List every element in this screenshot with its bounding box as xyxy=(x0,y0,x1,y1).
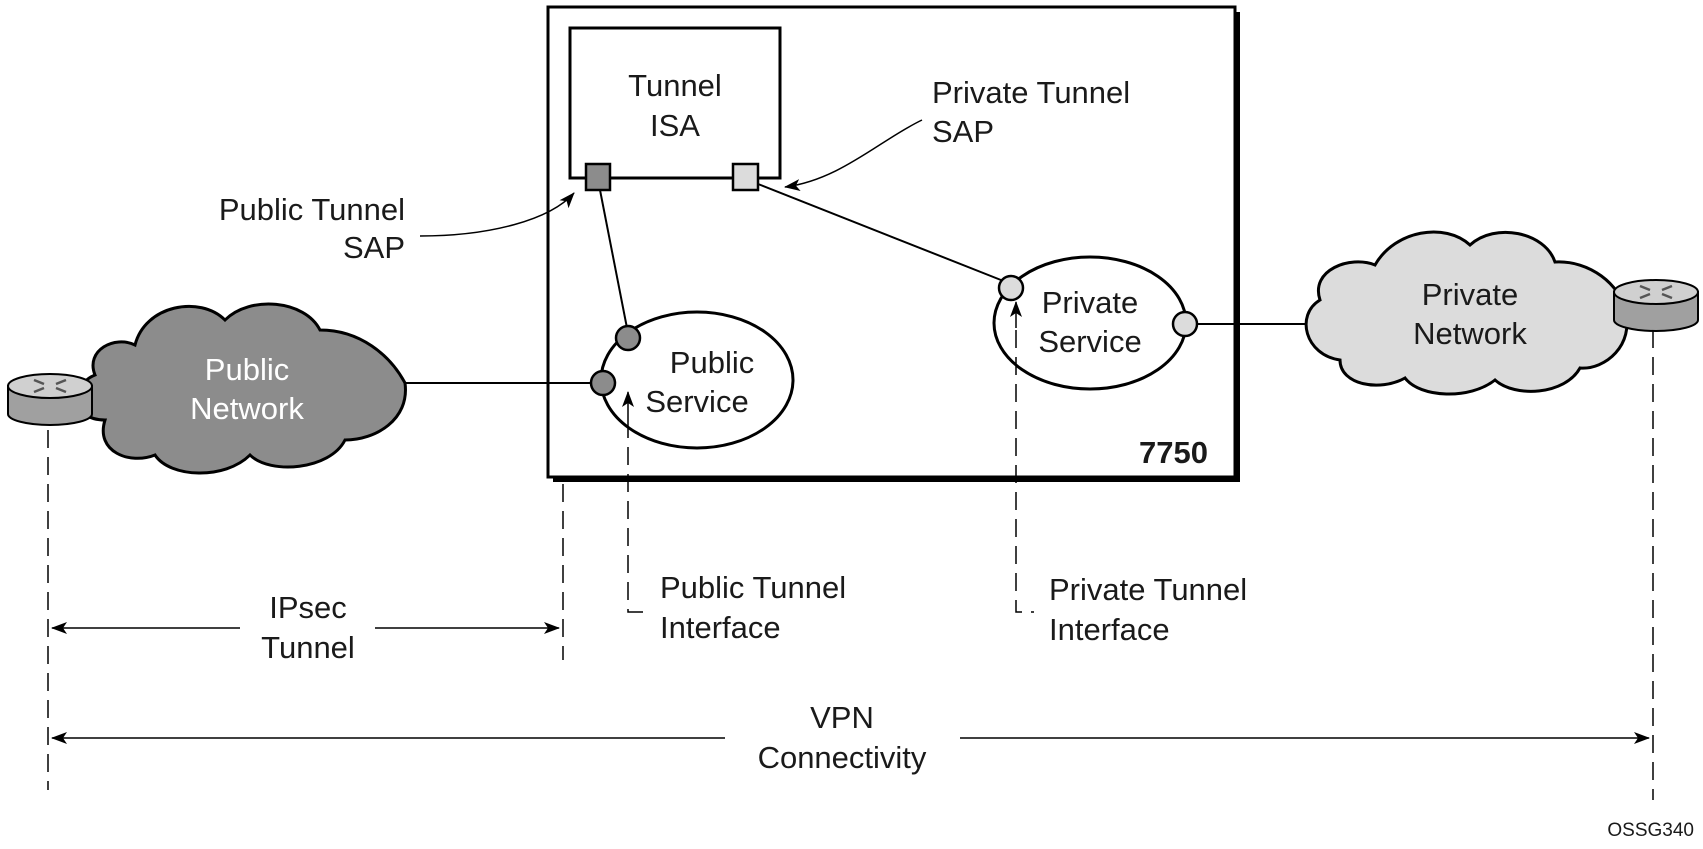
figure-id: OSSG340 xyxy=(1607,820,1694,841)
tunnel-isa-box: Tunnel ISA xyxy=(568,26,782,180)
private-tunnel-interface-label-line1: Private Tunnel xyxy=(1049,572,1247,607)
private-network-cloud-icon: Private Network xyxy=(1304,230,1629,396)
router-icon xyxy=(1613,279,1699,332)
private-tunnel-sap-label-line2: SAP xyxy=(932,114,994,149)
public-network-label-line1: Public xyxy=(205,352,289,387)
vpn-connectivity-label-line2: Connectivity xyxy=(758,740,927,775)
ipsec-tunnel-label-line2: Tunnel xyxy=(261,630,355,665)
private-service-label-line1: Private xyxy=(1042,285,1138,320)
public-tunnel-interface-label-line1: Public Tunnel xyxy=(660,570,846,605)
private-service-sap-port xyxy=(997,274,1025,302)
public-tunnel-interface-label-line2: Interface xyxy=(660,610,781,645)
public-tunnel-sap-label-line2: SAP xyxy=(343,230,405,265)
ipsec-tunnel-label-line1: IPsec xyxy=(269,590,347,625)
public-service-sap-port xyxy=(614,324,642,352)
router-model-label: 7750 xyxy=(1139,435,1208,470)
public-sap-link xyxy=(599,189,628,329)
private-tunnel-sap-arrow-icon xyxy=(784,119,923,192)
private-service: Private Service xyxy=(992,255,1199,391)
private-service-label-line2: Service xyxy=(1038,324,1141,359)
public-tunnel-sap-label-line1: Public Tunnel xyxy=(219,192,405,227)
private-network-label-line2: Network xyxy=(1413,316,1527,351)
public-network-label-line2: Network xyxy=(190,391,304,426)
public-service-label-line1: Public xyxy=(670,345,754,380)
public-network-cloud-icon: Public Network xyxy=(76,302,407,475)
public-tunnel-sap-arrow-icon xyxy=(419,192,575,237)
tunnel-isa-label-line1: Tunnel xyxy=(628,68,722,103)
private-network-label-line1: Private xyxy=(1422,277,1518,312)
public-service-network-port xyxy=(589,369,617,397)
private-service-network-port xyxy=(1171,310,1199,338)
vpn-connectivity-label-line1: VPN xyxy=(810,700,874,735)
public-tunnel-interface-leader xyxy=(627,420,650,613)
public-service-label-line2: Service xyxy=(645,384,748,419)
public-tunnel-sap-port xyxy=(584,162,612,192)
private-sap-link xyxy=(757,183,1007,283)
tunnel-isa-label-line2: ISA xyxy=(650,108,700,143)
private-tunnel-sap-label-line1: Private Tunnel xyxy=(932,75,1130,110)
private-tunnel-sap-port xyxy=(731,162,760,192)
router-icon xyxy=(7,373,93,426)
private-tunnel-interface-leader xyxy=(1015,330,1034,613)
private-tunnel-interface-label-line2: Interface xyxy=(1049,612,1170,647)
public-service: Public Service xyxy=(589,310,795,450)
